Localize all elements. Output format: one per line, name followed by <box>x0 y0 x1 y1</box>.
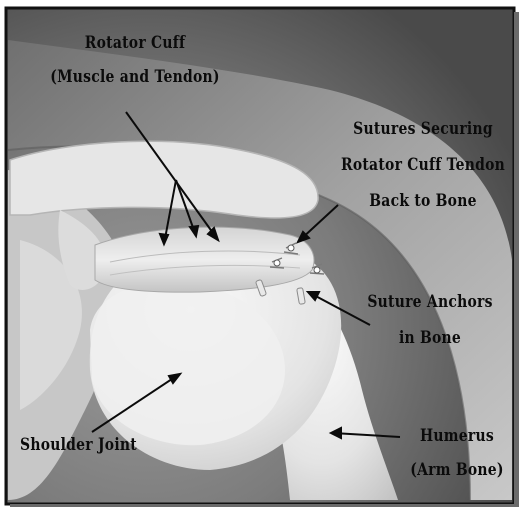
label-rotator-cuff: Rotator Cuff (Muscle and Tendon) <box>49 32 221 88</box>
label-line: Suture Anchors <box>356 291 504 313</box>
label-line: Sutures Securing <box>337 118 509 140</box>
label-line: (Muscle and Tendon) <box>49 66 221 88</box>
label-sutures: Sutures Securing Rotator Cuff Tendon Bac… <box>337 118 509 212</box>
label-line: Rotator Cuff Tendon <box>337 154 509 176</box>
label-suture-anchors: Suture Anchors in Bone <box>356 291 504 349</box>
label-line: Humerus <box>404 425 511 447</box>
label-line: Back to Bone <box>337 190 509 212</box>
label-line: Shoulder Joint <box>20 434 137 456</box>
frame-shadow-bottom <box>10 504 519 507</box>
label-line: in Bone <box>356 327 504 349</box>
rotator-cuff-muscle <box>95 227 314 292</box>
label-line: (Arm Bone) <box>404 459 511 481</box>
frame-shadow-right <box>514 12 519 506</box>
label-shoulder-joint: Shoulder Joint <box>20 434 137 456</box>
label-line: Rotator Cuff <box>49 32 221 54</box>
label-humerus: Humerus (Arm Bone) <box>404 425 511 481</box>
